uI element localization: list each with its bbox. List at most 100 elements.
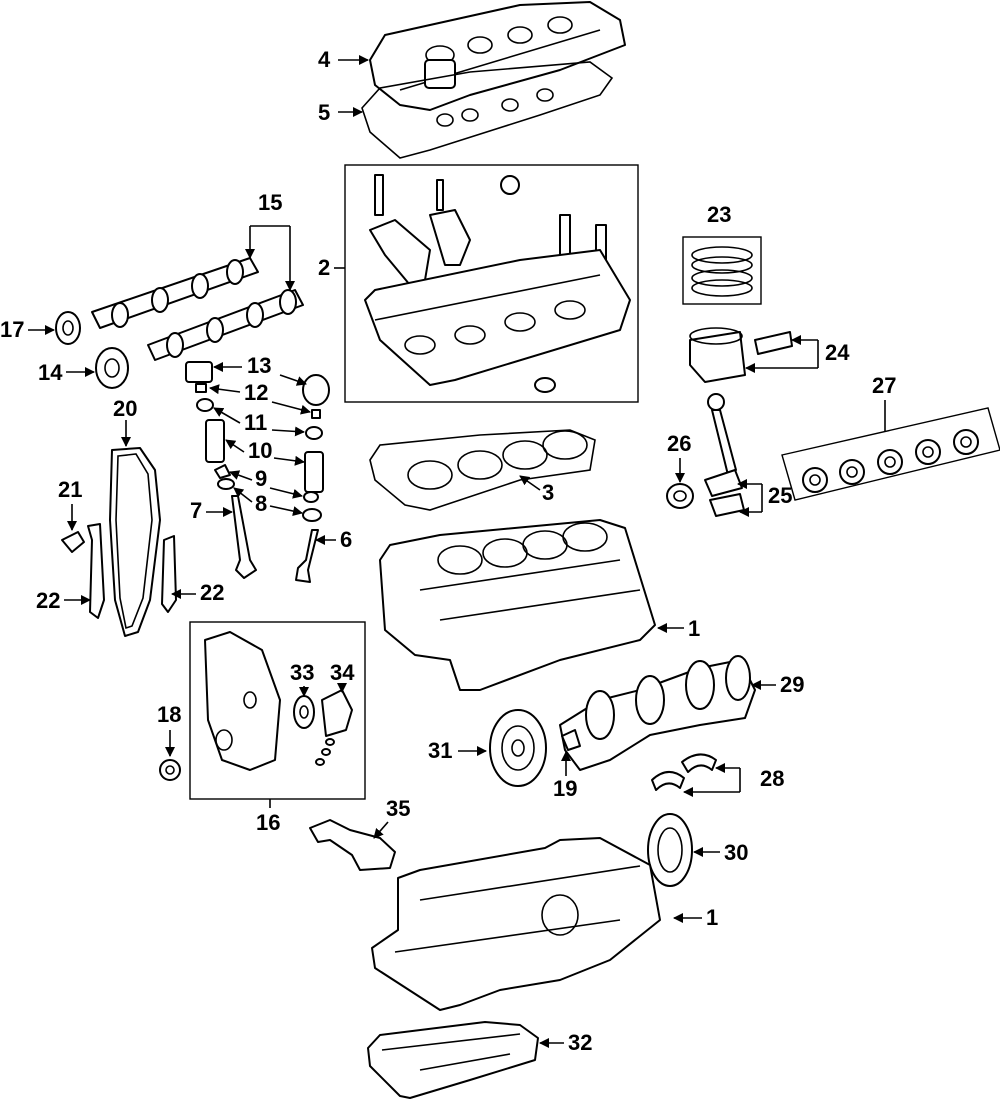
callout-29: 29 [751,672,804,697]
valve-keeper[interactable] [195,383,321,419]
chain-guide-left[interactable] [87,523,105,619]
svg-text:10: 10 [248,438,272,463]
svg-text:5: 5 [318,100,330,125]
svg-text:34: 34 [330,660,355,685]
callout-18: 18 [157,702,181,757]
callout-28: 28 [683,763,784,797]
camshafts[interactable] [91,257,304,361]
callout-20: 20 [113,396,137,447]
rod-bearing[interactable] [666,483,694,509]
svg-text:23: 23 [707,202,731,227]
piston-rings[interactable] [691,246,753,297]
lower-block[interactable] [371,837,661,1011]
callout-23: 23 [707,202,731,227]
svg-text:19: 19 [553,776,577,801]
callout-11: 11 [213,407,305,437]
svg-text:29: 29 [780,672,804,697]
callout-14: 14 [38,360,95,385]
svg-text:3: 3 [542,480,554,505]
svg-text:12: 12 [244,380,268,405]
svg-text:22: 22 [36,588,60,613]
oil-strainer[interactable] [309,819,396,871]
crank-bolt[interactable] [561,729,581,751]
crank-pulley[interactable] [489,709,547,787]
callout-2: 2 [318,255,345,280]
piston-rings-box [682,236,762,305]
callout-34: 34 [330,660,355,693]
intake-valve[interactable] [231,495,257,579]
rear-main-seal[interactable] [647,813,693,887]
callout-4: 4 [318,47,369,72]
callout-26: 26 [667,431,691,483]
svg-text:26: 26 [667,431,691,456]
callout-3: 3 [519,475,554,505]
piston-pin[interactable] [754,331,793,355]
svg-text:8: 8 [255,491,267,516]
svg-text:35: 35 [386,796,410,821]
valve-cover-gasket[interactable] [361,61,614,159]
callout-31: 31 [428,738,487,763]
water-pump[interactable] [293,695,315,729]
cylinder-head-box [344,164,639,403]
svg-text:22: 22 [200,580,224,605]
svg-text:2: 2 [318,255,330,280]
valve-lifter[interactable] [185,361,330,406]
callout-16: 16 [256,799,280,835]
timing-chain[interactable] [109,447,161,637]
callout-15: 15 [245,190,295,291]
chain-guide-right[interactable] [161,535,177,613]
thrust-washers[interactable] [651,753,717,791]
callout-19: 19 [553,751,577,801]
callout-10: 10 [225,438,305,466]
piston[interactable] [689,327,746,383]
callout-27: 27 [872,373,896,432]
callout-13: 13 [213,353,307,386]
callout-32: 32 [539,1030,592,1055]
valve-seal[interactable] [214,464,319,503]
svg-text:1: 1 [688,616,700,641]
cam-sprocket[interactable] [55,311,81,345]
callout-17: 17 [0,317,55,342]
crankshaft[interactable] [559,655,756,771]
chain-tensioner[interactable] [61,531,85,553]
callout-25: 25 [737,479,792,517]
callout-22a: 22 [36,588,91,613]
svg-text:11: 11 [244,410,267,435]
engine-block[interactable] [379,519,656,691]
head-gasket[interactable] [369,429,596,511]
callout-22b: 22 [171,580,224,605]
timing-cover[interactable] [204,631,281,771]
svg-text:13: 13 [247,353,271,378]
connecting-rod[interactable] [704,393,745,517]
svg-text:1: 1 [706,905,718,930]
callout-21: 21 [58,477,82,531]
svg-text:24: 24 [825,340,850,365]
svg-text:4: 4 [318,47,331,72]
svg-text:17: 17 [0,317,24,342]
svg-text:28: 28 [760,766,784,791]
svg-text:7: 7 [190,498,202,523]
svg-text:21: 21 [58,477,82,502]
cylinder-head[interactable] [364,174,631,393]
svg-text:30: 30 [724,840,748,865]
main-bearings[interactable] [802,429,979,493]
callout-33: 33 [290,660,314,697]
oil-pump[interactable] [315,689,353,766]
callout-24: 24 [745,335,850,373]
callout-35: 35 [373,796,410,839]
vvt-gear[interactable] [95,347,129,389]
svg-text:18: 18 [157,702,181,727]
front-oil-seal[interactable] [159,759,181,781]
svg-text:20: 20 [113,396,137,421]
svg-text:33: 33 [290,660,314,685]
callout-8: 8 [233,487,303,516]
svg-text:6: 6 [340,527,352,552]
valve-retainer[interactable] [196,398,323,440]
oil-pan[interactable] [367,1021,539,1099]
exhaust-valve[interactable] [295,529,319,583]
svg-text:31: 31 [428,738,452,763]
callout-1b: 1 [673,905,718,930]
valve-spring-seat[interactable] [217,478,322,522]
valve-cover[interactable] [369,1,626,111]
